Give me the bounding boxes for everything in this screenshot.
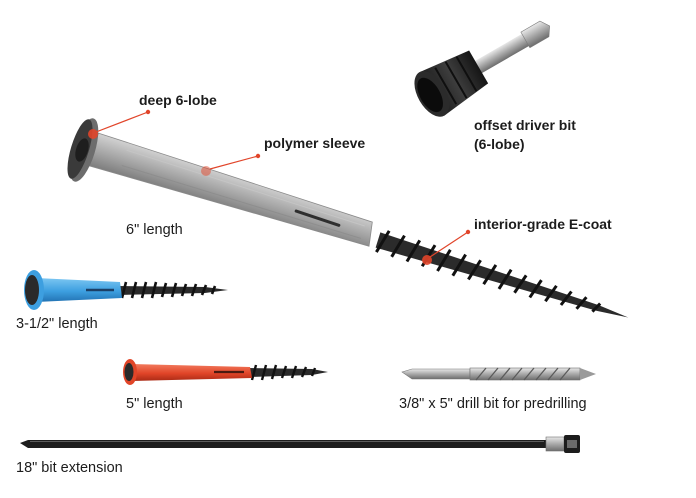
callout-offset-driver-bit: offset driver bit (6-lobe) [474,116,614,154]
screw-thread-large [375,230,629,318]
polymer-sleeve [87,132,373,247]
blue-sleeve [36,278,122,302]
callout-dot-sleeve [201,166,211,176]
caption-6-inch: 6" length [126,222,183,238]
offset-driver-bit [414,20,550,117]
callout-polymer-sleeve: polymer sleeve [264,135,366,151]
screw-3-5-inch [24,270,228,310]
large-screw-assembly [67,109,629,318]
callout-line-sleeve [209,155,259,170]
caption-5-inch: 5" length [126,396,183,412]
drill-bit [401,367,596,381]
caption-drill-bit: 3/8" x 5" drill bit for predrilling [399,396,587,412]
screw-5-inch [123,359,328,385]
screw-thread-mid [248,368,328,377]
bit-extension [20,435,580,453]
callout-deep-6-lobe: deep 6-lobe [139,92,217,108]
caption-bit-extension: 18" bit extension [16,460,123,476]
callout-dot-coating [422,255,432,265]
caption-3-5-inch: 3-1/2" length [16,316,98,332]
callout-line-coating [429,231,469,258]
callout-line-lobe [95,111,149,133]
red-sleeve [132,364,252,381]
callout-dot-lobe [88,129,98,139]
callout-e-coat: interior-grade E-coat [474,216,612,232]
callout-offset-driver-bit-line2: (6-lobe) [474,136,525,152]
callout-offset-driver-bit-line1: offset driver bit [474,117,576,133]
